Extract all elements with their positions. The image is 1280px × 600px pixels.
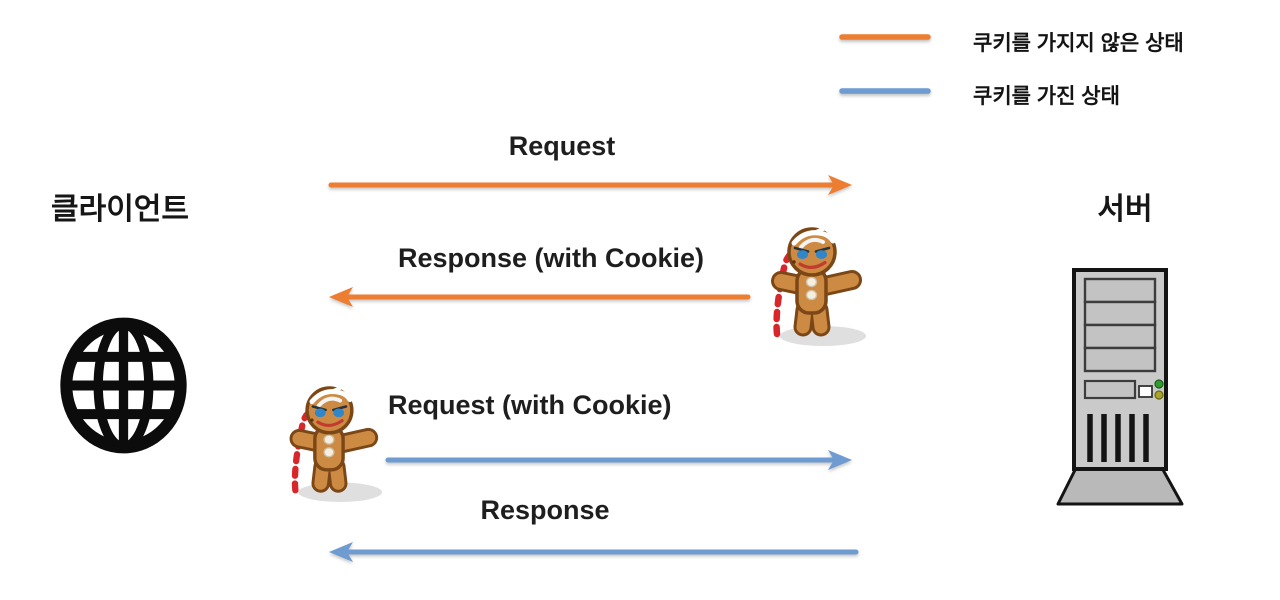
legend-no-cookie-line [839, 34, 931, 40]
message-label-request: Request [508, 131, 616, 161]
gingerbread-cookie-icon [753, 224, 868, 349]
message-label-response: Response [480, 495, 610, 525]
arrow-response-with-cookie [329, 287, 751, 307]
legend-no-cookie-label: 쿠키를 가지지 않은 상태 [973, 32, 1184, 55]
globe-icon [60, 317, 187, 454]
legend-with-cookie-label: 쿠키를 가진 상태 [973, 85, 1120, 108]
message-label-request-with-cookie: Request (with Cookie) [388, 390, 672, 420]
arrow-response [329, 542, 859, 562]
server-label: 서버 [1097, 193, 1153, 226]
legend-with-cookie-line [839, 88, 931, 94]
arrow-request [328, 175, 852, 195]
arrow-request-with-cookie [385, 450, 852, 470]
client-label: 클라이언트 [51, 193, 189, 226]
message-label-response-with-cookie: Response (with Cookie) [398, 243, 705, 273]
gingerbread-cookie-icon [272, 383, 384, 505]
server-tower-icon [1056, 268, 1184, 506]
